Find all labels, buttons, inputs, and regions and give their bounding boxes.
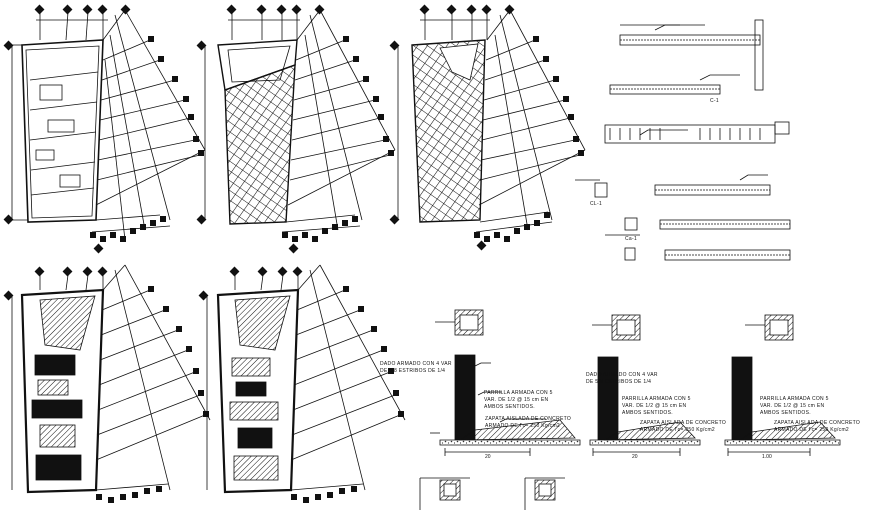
footing-3-parrilla-line3: AMBOS SENTIDOS. [760, 410, 811, 416]
footing-detail-2 [589, 314, 701, 456]
footing-1-parrilla-line1: PARRILLA ARMADA CON 5 [484, 390, 553, 396]
detail-label-ca1: Ca-1 [625, 236, 637, 242]
footing-2-parrilla-line1: PARRILLA ARMADA CON 5 [622, 396, 691, 402]
floor-plan-1 [10, 9, 206, 241]
slab-plan-3 [397, 9, 586, 233]
footing-2-zapata-line2: ARMADO DE f'c= 250 Kg/cm2 [640, 427, 715, 433]
footing-2-zapata-line1: ZAPATA AISLADA DE CONCRETO [640, 420, 726, 426]
footing-1-dimension: 20 [485, 454, 491, 460]
footing-3-zapata-line1: ZAPATA AISLADA DE CONCRETO [774, 420, 860, 426]
footing-1-dado-line1: DADO ARMADO CON 4 VAR [380, 361, 452, 367]
footing-1-parrilla-line3: AMBOS SENTIDOS. [484, 404, 535, 410]
footing-3-zapata-line2: ARMADO DE f'c= 250 Kg/cm2 [774, 427, 849, 433]
footing-1-zapata-line1: ZAPATA AISLADA DE CONCRETO [485, 416, 571, 422]
detail-label-cl1: CL-1 [590, 201, 602, 207]
grid-bubbles-plan-5 [198, 266, 404, 503]
beam-details [575, 19, 791, 261]
footing-1-dado-line2: DE 5/8 ESTRIBOS DE 1/4 [380, 368, 445, 374]
footing-3-dimension: 1.00 [762, 454, 772, 460]
footing-detail-3 [724, 314, 841, 456]
detail-label-c1: C-1 [710, 98, 719, 104]
footing-3-parrilla-line1: PARRILLA ARMADA CON 5 [760, 396, 829, 402]
footing-2-dado-line1: DADO ARMADO CON 4 VAR [586, 372, 658, 378]
footing-1-parrilla-line2: VAR. DE 1/2 @ 15 cm EN [484, 397, 548, 403]
footing-2-dimension: 20 [632, 454, 638, 460]
grid-bubbles-plan-1 [3, 4, 204, 254]
footing-2-parrilla-line2: VAR. DE 1/2 @ 15 cm EN [622, 403, 686, 409]
footing-3-parrilla-line2: VAR. DE 1/2 @ 15 cm EN [760, 403, 824, 409]
footing-1-zapata-line2: ARMADO DE f'c= 250 Kg/cm2 [485, 423, 560, 429]
footing-2-parrilla-line3: AMBOS SENTIDOS. [622, 410, 673, 416]
footing-2-dado-line2: DE 5/8 ESTRIBOS DE 1/4 [586, 379, 651, 385]
floor-plan-4 [11, 264, 211, 494]
column-section-details [419, 477, 565, 510]
grid-bubbles-plan-4 [3, 266, 209, 503]
slab-plan-2 [204, 9, 396, 233]
footing-detail-1 [430, 309, 581, 456]
floor-plan-5 [206, 264, 406, 494]
